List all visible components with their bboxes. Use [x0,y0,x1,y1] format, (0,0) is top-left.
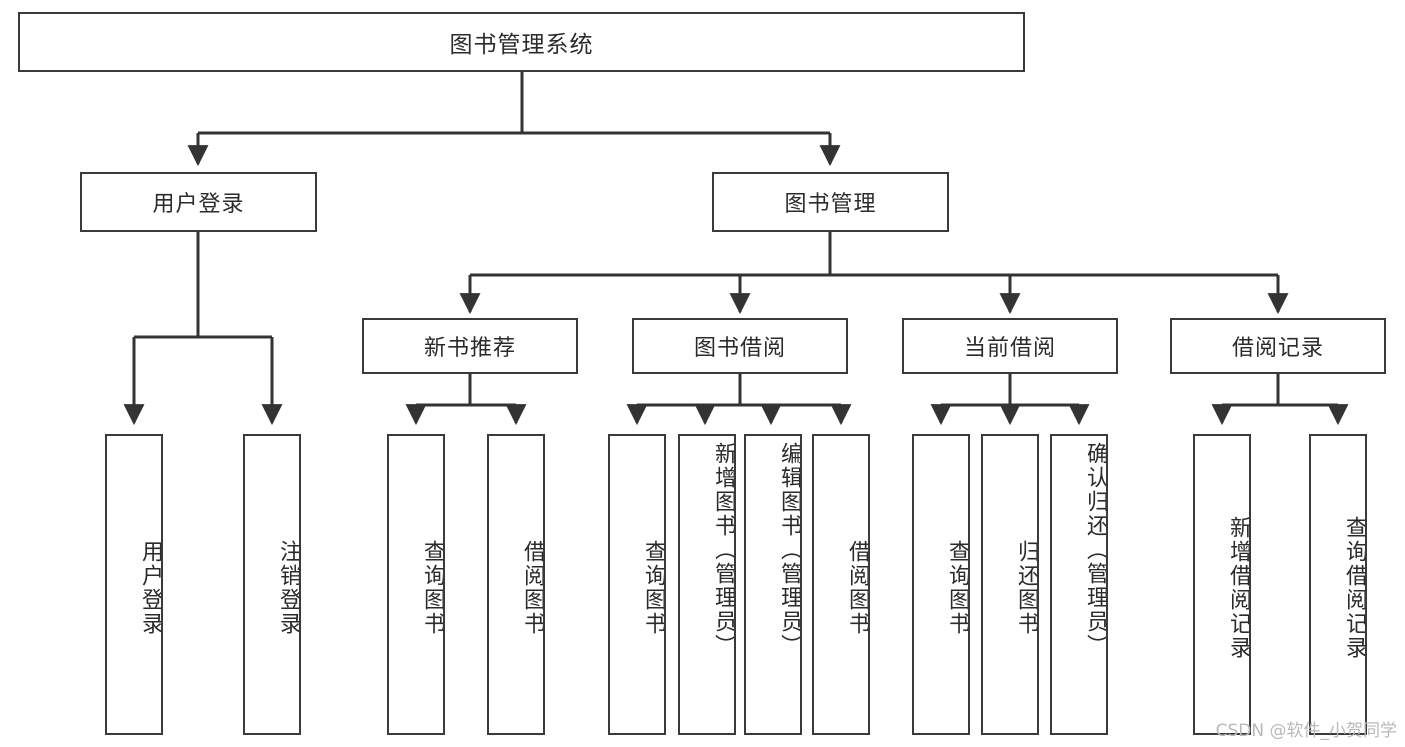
node-current-borrow[interactable]: 当前借阅 [902,318,1118,374]
node-new-book-recommend[interactable]: 新书推荐 [362,318,578,374]
leaf-user-login[interactable]: 用户登录 [105,434,163,735]
leaf-edit-book-admin[interactable]: 编辑图书（管理员） [744,434,802,735]
leaf-logout-login[interactable]: 注销登录 [243,434,301,735]
leaf-borrow-book-recommend[interactable]: 借阅图书 [487,434,545,735]
leaf-borrow-book-borrow[interactable]: 借阅图书 [812,434,870,735]
node-book-borrow[interactable]: 图书借阅 [632,318,848,374]
leaf-add-book-admin[interactable]: 新增图书（管理员） [678,434,736,735]
leaf-query-book-recommend[interactable]: 查询图书 [387,434,445,735]
leaf-add-borrow-record[interactable]: 新增借阅记录 [1193,434,1251,735]
csdn-watermark: CSDN @软件_小贺同学 [1215,721,1397,741]
leaf-query-book-current[interactable]: 查询图书 [912,434,970,735]
node-user-login[interactable]: 用户登录 [80,172,317,232]
node-borrow-record[interactable]: 借阅记录 [1170,318,1386,374]
leaf-query-book-borrow[interactable]: 查询图书 [608,434,666,735]
leaf-query-borrow-record[interactable]: 查询借阅记录 [1309,434,1367,735]
node-book-manage[interactable]: 图书管理 [712,172,949,232]
leaf-return-book[interactable]: 归还图书 [981,434,1039,735]
leaf-confirm-return-admin[interactable]: 确认归还（管理员） [1050,434,1108,735]
node-root-system[interactable]: 图书管理系统 [18,12,1025,72]
